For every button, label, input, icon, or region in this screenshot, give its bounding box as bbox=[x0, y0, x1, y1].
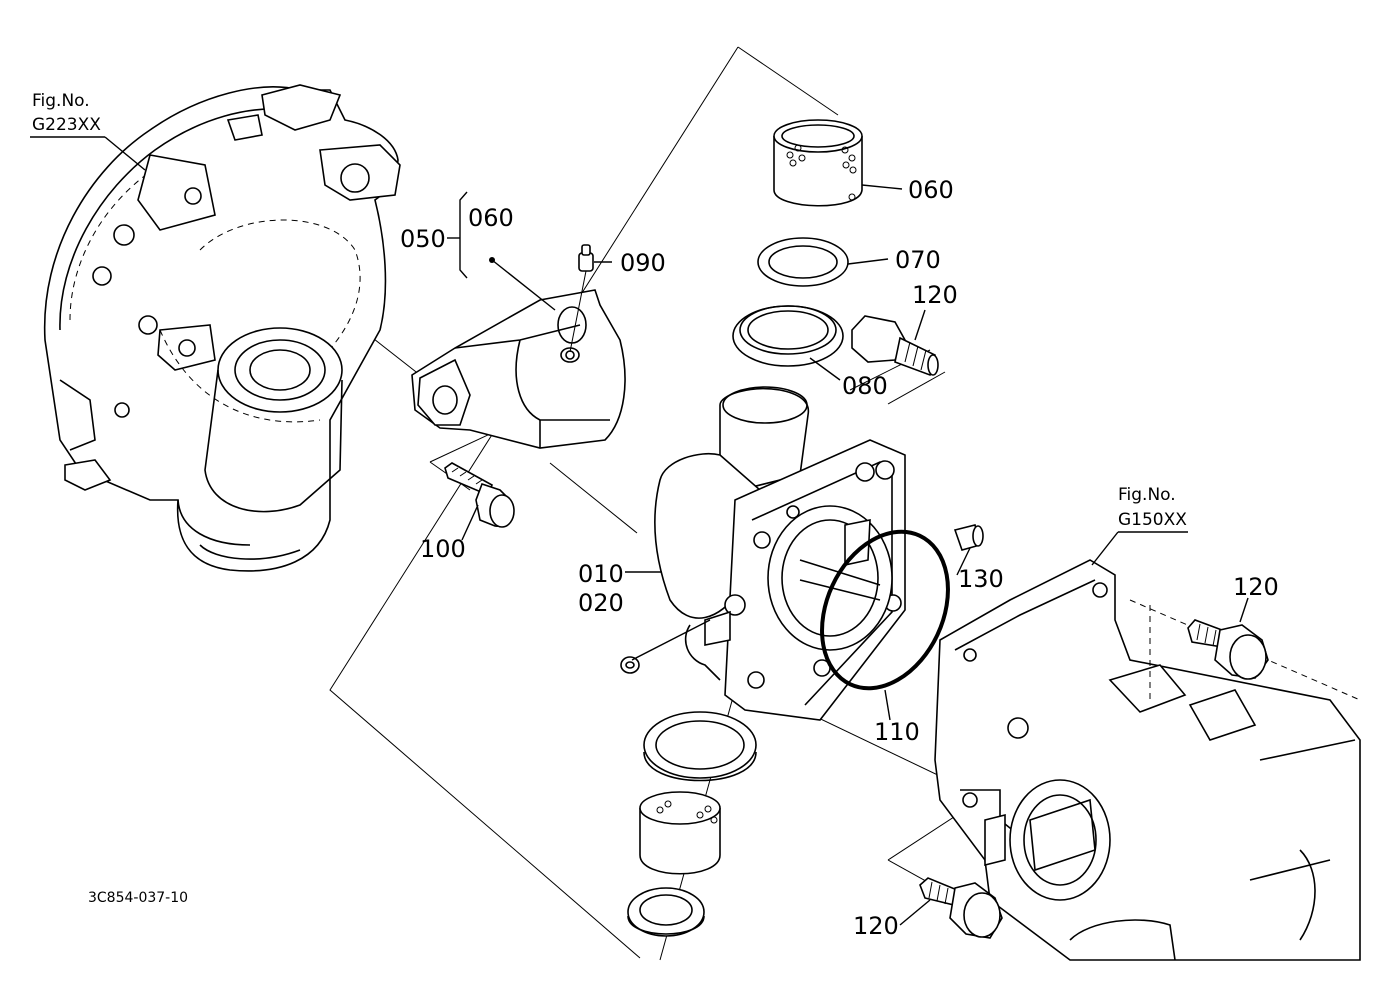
callout-110: 110 bbox=[874, 718, 920, 746]
part-090-grease-nipple bbox=[569, 244, 594, 353]
fig-ref-right-line1: Fig.No. bbox=[1118, 485, 1176, 505]
callout-010: 010 bbox=[578, 560, 624, 588]
part-010-knuckle-housing bbox=[654, 386, 906, 721]
part-100-bolt bbox=[444, 462, 515, 528]
callout-050: 050 bbox=[400, 225, 446, 253]
figure-reference-left: Fig.No. G223XX bbox=[32, 91, 101, 135]
figure-reference-right: Fig.No. G150XX bbox=[1118, 485, 1187, 530]
diagram-code: 3C854-037-10 bbox=[88, 890, 188, 906]
left-housing-assembly bbox=[43, 84, 401, 572]
callout-120-lower: 120 bbox=[853, 912, 899, 940]
fig-ref-left-line1: Fig.No. bbox=[32, 91, 90, 111]
part-120-plug-lower bbox=[919, 877, 1003, 939]
part-110-o-ring bbox=[820, 529, 950, 691]
part-020-washer bbox=[620, 656, 640, 674]
fig-ref-right-line2: G150XX bbox=[1118, 510, 1187, 530]
part-lower-seal-stack bbox=[627, 711, 757, 937]
right-axle-housing-assembly bbox=[934, 559, 1361, 961]
callout-120-upper: 120 bbox=[912, 281, 958, 309]
part-120-plug-right bbox=[1187, 619, 1269, 680]
callout-020: 020 bbox=[578, 589, 624, 617]
callout-120-right: 120 bbox=[1233, 573, 1279, 601]
part-060-bushing bbox=[773, 119, 863, 207]
leader-lines bbox=[30, 136, 1249, 926]
callout-labels: 050 060 060 070 080 090 120 100 010 020 … bbox=[400, 176, 1279, 940]
callout-100: 100 bbox=[420, 535, 466, 563]
part-050-steering-arm bbox=[411, 289, 626, 449]
part-070-thrust-ring bbox=[757, 237, 849, 287]
callout-080: 080 bbox=[842, 372, 888, 400]
part-130-dowel-pin bbox=[953, 524, 984, 551]
fig-ref-left-line2: G223XX bbox=[32, 115, 101, 135]
part-080-oil-seal bbox=[732, 305, 844, 367]
callout-130: 130 bbox=[958, 565, 1004, 593]
callout-090: 090 bbox=[620, 249, 666, 277]
part-120-plug-upper bbox=[851, 315, 939, 377]
callout-070: 070 bbox=[895, 246, 941, 274]
callout-060: 060 bbox=[908, 176, 954, 204]
callout-060-group: 060 bbox=[468, 204, 514, 232]
